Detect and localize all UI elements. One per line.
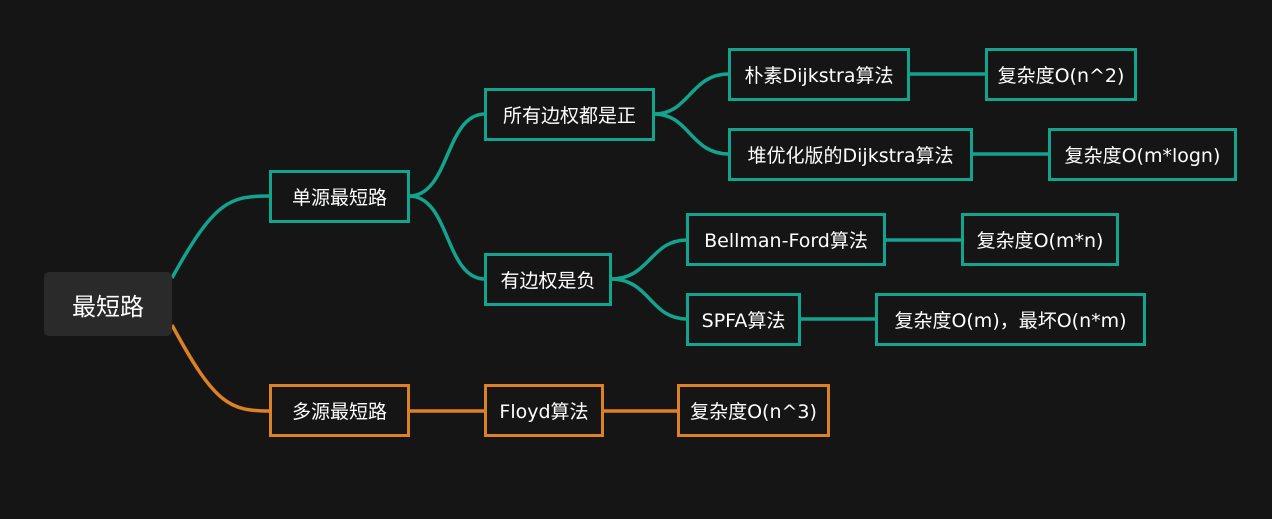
floyd-complexity[interactable]: 复杂度O(n^3) (677, 384, 830, 437)
all-positive-node[interactable]: 所有边权都是正 (484, 88, 655, 141)
naive-dijkstra-node[interactable]: 朴素Dijkstra算法 (728, 48, 910, 101)
bellman-ford-node[interactable]: Bellman-Ford算法 (686, 213, 886, 266)
floyd-node[interactable]: Floyd算法 (484, 384, 604, 437)
spfa-node[interactable]: SPFA算法 (686, 293, 801, 346)
connector-negative-spfa (610, 277, 688, 321)
connector-single-has-negative (408, 194, 486, 281)
connector-positive-naive (653, 72, 730, 116)
connector-single-all-positive (408, 112, 486, 198)
connector-root-multi-source (170, 324, 271, 413)
connector-positive-heap (653, 112, 730, 156)
single-source-node[interactable]: 单源最短路 (269, 170, 410, 223)
naive-dijkstra-complexity[interactable]: 复杂度O(n^2) (985, 48, 1137, 101)
heap-dijkstra-complexity[interactable]: 复杂度O(m*logn) (1048, 128, 1237, 181)
root-node[interactable]: 最短路 (44, 272, 172, 336)
bellman-ford-complexity[interactable]: 复杂度O(m*n) (961, 213, 1119, 266)
connector-negative-bellman (610, 238, 688, 281)
has-negative-node[interactable]: 有边权是负 (484, 253, 612, 306)
multi-source-node[interactable]: 多源最短路 (269, 384, 410, 437)
spfa-complexity[interactable]: 复杂度O(m)，最坏O(n*m) (875, 293, 1146, 346)
connector-root-single-source (170, 194, 271, 279)
heap-dijkstra-node[interactable]: 堆优化版的Dijkstra算法 (728, 128, 973, 181)
